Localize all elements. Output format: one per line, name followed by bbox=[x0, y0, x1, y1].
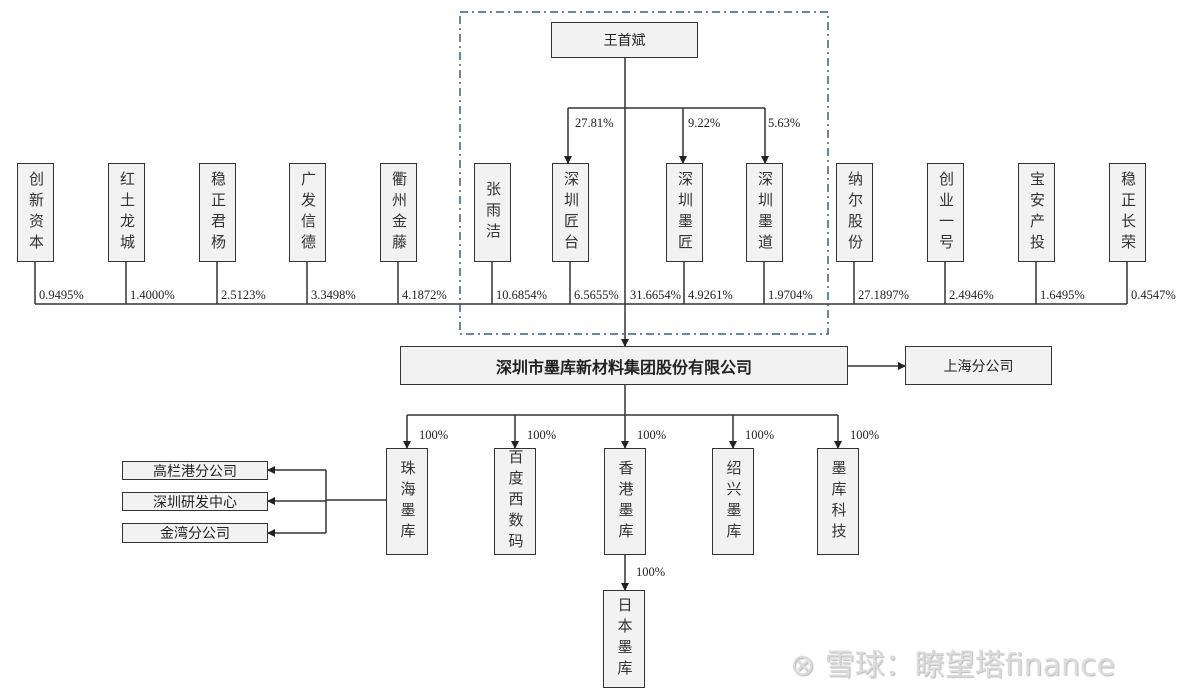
subsidiary-box: 绍兴墨库 bbox=[712, 448, 754, 555]
zhuhai-branch-name: 深圳研发中心 bbox=[153, 495, 237, 511]
branch-name: 上海分公司 bbox=[943, 359, 1014, 375]
shareholder-box: 创业一号 bbox=[927, 163, 964, 262]
hk-sub-box: 日本墨库 bbox=[603, 590, 645, 688]
shareholder-pct: 27.1897% bbox=[858, 288, 910, 302]
shareholder-pct: 4.9261% bbox=[688, 288, 733, 302]
hk-sub-pct: 100% bbox=[636, 565, 666, 579]
shareholder-name: 稳正长荣 bbox=[1119, 170, 1135, 255]
subsidiary-name: 百度西数码 bbox=[506, 449, 523, 554]
shareholder-name: 红土龙城 bbox=[118, 170, 134, 255]
subsidiary-box: 墨库科技 bbox=[817, 448, 859, 555]
subsidiary-name: 珠海墨库 bbox=[398, 459, 415, 544]
watermark: ⊗ 雪球：瞭望塔finance bbox=[790, 648, 1115, 683]
shareholder-pct: 4.1872% bbox=[402, 288, 447, 302]
shareholder-box: 纳尔股份 bbox=[836, 163, 873, 262]
zhuhai-branch-name: 高栏港分公司 bbox=[153, 464, 237, 480]
shareholder-name: 深圳墨匠 bbox=[676, 170, 692, 255]
shareholder-name: 衢州金藤 bbox=[390, 170, 406, 255]
controller-name: 王首斌 bbox=[603, 34, 646, 49]
company-box: 深圳市墨库新材料集团股份有限公司 bbox=[400, 346, 848, 385]
shareholder-pct: 2.5123% bbox=[221, 288, 266, 302]
zhuhai-branch-name: 金湾分公司 bbox=[160, 527, 230, 542]
shareholder-pct: 3.3498% bbox=[311, 288, 356, 302]
shareholder-name: 创业一号 bbox=[937, 170, 953, 255]
zhuhai-branch-box: 金湾分公司 bbox=[122, 523, 268, 543]
subsidiary-pct: 100% bbox=[419, 428, 449, 442]
shareholder-box: 创新资本 bbox=[17, 163, 54, 262]
subsidiary-box: 百度西数码 bbox=[494, 448, 536, 555]
shareholder-box: 衢州金藤 bbox=[380, 163, 417, 262]
shareholder-box: 张雨洁 bbox=[474, 163, 511, 262]
shareholder-pct: 2.4946% bbox=[949, 288, 994, 302]
shareholder-box: 宝安产投 bbox=[1018, 163, 1055, 262]
shareholder-pct: 0.9495% bbox=[39, 288, 84, 302]
hk-sub-name: 日本墨库 bbox=[615, 597, 632, 681]
subsidiary-pct: 100% bbox=[850, 428, 880, 442]
shareholder-box: 深圳墨匠 bbox=[666, 163, 703, 262]
shareholder-name: 深圳墨道 bbox=[756, 170, 772, 255]
shareholder-name: 稳正君杨 bbox=[209, 170, 225, 255]
shareholder-box: 深圳匠台 bbox=[552, 163, 589, 262]
shareholder-box: 稳正长荣 bbox=[1109, 163, 1146, 262]
subsidiary-name: 墨库科技 bbox=[829, 459, 846, 544]
shareholder-name: 张雨洁 bbox=[484, 181, 500, 244]
shareholder-box: 深圳墨道 bbox=[746, 163, 783, 262]
holding-pct: 9.22% bbox=[688, 116, 721, 130]
holding-pct: 5.63% bbox=[768, 116, 801, 130]
subsidiary-pct: 100% bbox=[637, 428, 667, 442]
holding-pct: 27.81% bbox=[575, 116, 614, 130]
subsidiary-pct: 100% bbox=[745, 428, 775, 442]
subsidiary-name: 绍兴墨库 bbox=[724, 459, 741, 544]
shareholder-pct: 1.9704% bbox=[768, 288, 813, 302]
subsidiary-box: 珠海墨库 bbox=[386, 448, 428, 555]
shareholder-pct: 1.4000% bbox=[130, 288, 175, 302]
subsidiary-box: 香港墨库 bbox=[604, 448, 646, 555]
shareholder-name: 广发信德 bbox=[299, 170, 315, 255]
zhuhai-branch-box: 高栏港分公司 bbox=[122, 461, 268, 480]
shareholder-pct: 6.5655% bbox=[574, 288, 619, 302]
zhuhai-branch-box: 深圳研发中心 bbox=[122, 492, 268, 511]
shareholder-name: 纳尔股份 bbox=[846, 170, 862, 255]
shareholder-box: 稳正君杨 bbox=[199, 163, 236, 262]
shareholder-pct: 0.4547% bbox=[1131, 288, 1176, 302]
controller-direct-pct: 31.6654% bbox=[630, 288, 682, 302]
actual-controller-frame bbox=[459, 11, 829, 335]
controller-box: 王首斌 bbox=[551, 22, 698, 58]
shareholder-name: 宝安产投 bbox=[1028, 170, 1044, 255]
subsidiary-pct: 100% bbox=[527, 428, 557, 442]
subsidiary-name: 香港墨库 bbox=[616, 459, 633, 544]
company-name: 深圳市墨库新材料集团股份有限公司 bbox=[495, 359, 752, 377]
shareholder-box: 广发信德 bbox=[289, 163, 326, 262]
shareholder-name: 深圳匠台 bbox=[562, 170, 578, 255]
branch-box: 上海分公司 bbox=[905, 346, 1052, 385]
shareholder-pct: 1.6495% bbox=[1040, 288, 1085, 302]
shareholder-name: 创新资本 bbox=[27, 170, 43, 255]
shareholder-pct: 10.6854% bbox=[496, 288, 548, 302]
shareholder-box: 红土龙城 bbox=[108, 163, 145, 262]
watermark-text: 雪球：瞭望塔finance bbox=[824, 648, 1115, 683]
